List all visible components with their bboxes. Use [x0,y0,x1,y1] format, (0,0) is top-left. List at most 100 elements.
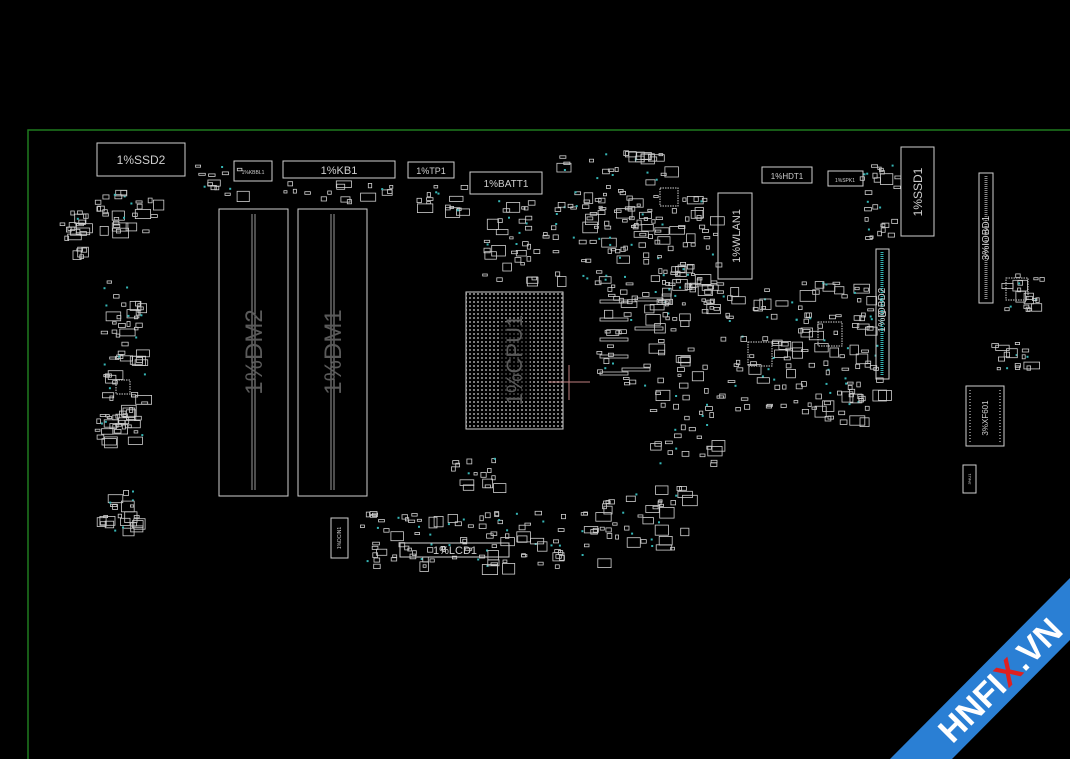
smd-part [102,194,110,200]
smd-part [631,532,634,535]
smd-part [740,397,749,401]
smd-part [594,225,599,229]
smd-part [147,197,153,204]
iobd2-label: 1%IOBD2 [877,287,888,332]
smd-part [764,288,770,292]
pad [634,297,664,302]
smd-part [208,173,216,177]
smd-part [863,173,866,176]
smd-part [696,435,702,439]
smd-part [515,512,518,515]
component-tp1[interactable]: 1%TP1 [407,161,455,179]
component-hdt1[interactable]: 1%HDT1 [761,166,813,184]
smd-part [511,250,518,255]
smd-part [150,214,158,218]
component-spk1[interactable]: 1%SPK1 [827,170,864,187]
component-dm1[interactable]: 1%DM1 [297,208,368,497]
smd-part [1004,307,1010,312]
smd-part [624,525,630,531]
smd-part [644,384,647,387]
smd-part [866,296,878,306]
smd-part [467,524,474,528]
smd-part [509,236,514,240]
smd-part [706,403,708,406]
component-ssd2[interactable]: 1%SSD2 [96,142,186,177]
smd-part [1017,280,1024,286]
smd-part [575,205,578,208]
component-kb1[interactable]: 1%KB1 [282,160,396,179]
component-small-right[interactable]: 3%U1 [962,464,977,494]
smd-part [822,282,825,285]
smd-part [876,377,884,383]
smd-part [668,282,676,287]
smd-part [766,316,769,319]
component-dm2[interactable]: 1%DM2 [218,208,289,497]
smd-part [555,223,558,225]
smd-part [283,190,288,194]
wlan1-label: 1%WLAN1 [731,209,743,263]
component-cpu1[interactable]: 1%CPU1 [465,291,590,430]
smd-part [452,460,460,465]
smd-part [491,458,496,464]
smd-part [554,549,561,553]
smd-part [667,450,673,455]
smd-part [1006,348,1018,359]
smd-part [1026,355,1029,358]
smd-part [606,329,620,336]
smd-part [775,300,789,307]
smd-part [440,546,446,551]
smd-part [135,349,150,358]
smd-part [557,201,566,208]
smd-part [678,225,686,229]
smd-part [822,400,835,412]
component-xf601[interactable]: 3%XF601 [965,385,1005,447]
smd-part [804,312,810,319]
component-kbbl1[interactable]: 1%KBBL1 [233,160,273,182]
smd-part [650,443,662,451]
smd-part [839,419,848,425]
smd-part [847,384,853,390]
smd-part [649,156,658,162]
component-iobd2[interactable]: 1%IOBD2 [875,248,890,380]
smd-part [849,344,859,356]
smd-part [1012,279,1028,292]
smd-part [516,531,531,543]
smd-part [99,225,109,236]
smd-part [389,184,394,189]
smd-part [825,369,830,376]
smd-part [877,230,882,237]
component-lcd1[interactable]: 1%LCD1 [399,542,510,558]
smd-part [849,415,866,426]
smd-part [129,407,134,413]
smd-part [455,208,470,216]
smd-part [444,207,461,218]
smd-part [643,217,649,221]
ic-chip [659,187,679,207]
component-dcin1[interactable]: 1%DCIN1 [330,517,349,559]
smd-part [455,462,460,468]
smd-part [648,343,666,354]
component-ssd1[interactable]: 1%SSD1 [900,146,935,237]
smd-part [132,520,144,529]
smd-part [559,155,567,159]
smd-part [525,222,528,225]
component-batt1[interactable]: 1%BATT1 [469,171,543,195]
smd-part [401,514,408,520]
smd-part [109,501,112,504]
smd-part [635,493,638,496]
smd-part [556,162,572,173]
smd-part [127,424,132,429]
smd-part [78,219,86,226]
smd-part [224,192,231,196]
component-iobd1[interactable]: 3%IOBD1 [978,172,994,304]
component-wlan1[interactable]: 1%WLAN1 [717,192,753,280]
smd-part [542,520,545,523]
dm1-label: 1%DM1 [320,309,347,394]
smd-part [1039,277,1045,282]
smd-part [454,521,462,527]
smd-part [1006,367,1009,370]
smd-part [793,400,799,404]
smd-part [420,558,423,560]
